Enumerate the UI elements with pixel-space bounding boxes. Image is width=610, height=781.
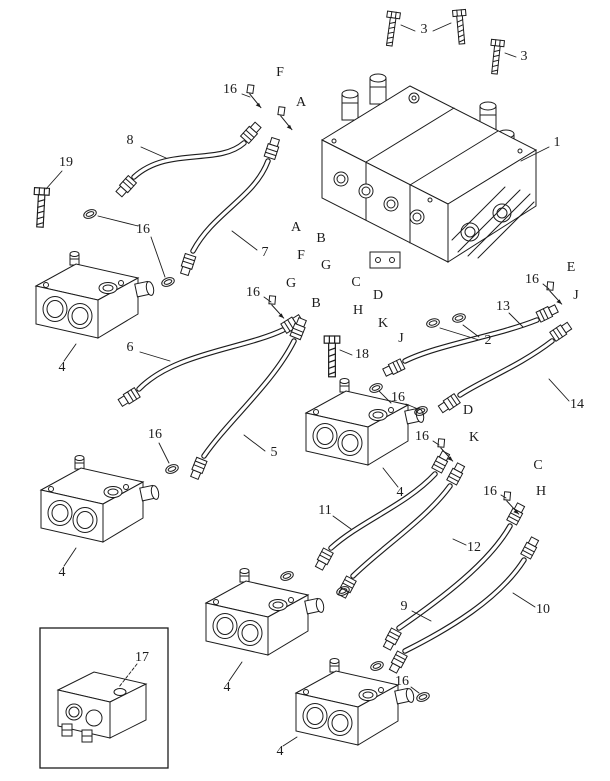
hose-13 bbox=[381, 302, 560, 379]
o-ring bbox=[369, 659, 385, 673]
hose-6 bbox=[116, 312, 305, 409]
plug-fitting bbox=[275, 106, 296, 131]
plug-fitting bbox=[267, 295, 287, 319]
hose-14 bbox=[436, 320, 574, 415]
o-ring bbox=[425, 316, 441, 330]
o-ring bbox=[164, 462, 180, 476]
manifold-block-4 bbox=[205, 568, 326, 656]
hose-9 bbox=[387, 535, 541, 675]
plug-fitting bbox=[545, 281, 565, 305]
bolt-18 bbox=[323, 335, 341, 378]
o-ring bbox=[160, 275, 176, 289]
bolt-3-left bbox=[382, 10, 401, 48]
bolt-19 bbox=[31, 187, 51, 229]
o-ring bbox=[279, 569, 295, 583]
o-ring bbox=[451, 311, 467, 325]
hose-7 bbox=[178, 136, 282, 277]
hose-11 bbox=[313, 449, 452, 572]
o-ring bbox=[82, 207, 98, 221]
bolt-3-right bbox=[487, 38, 505, 75]
valve-assembly bbox=[320, 73, 538, 269]
leader-lines bbox=[45, 22, 570, 747]
manifold-block-3 bbox=[40, 455, 161, 543]
manifold-block-2 bbox=[305, 378, 426, 466]
inset-valve-block bbox=[56, 671, 148, 743]
hose-5 bbox=[188, 316, 309, 481]
hose-12 bbox=[336, 461, 467, 600]
o-ring bbox=[415, 690, 431, 704]
bolt-3-mid bbox=[452, 8, 469, 45]
manifold-block-1 bbox=[35, 251, 156, 339]
hose-8 bbox=[114, 120, 263, 199]
hose-10 bbox=[381, 501, 527, 652]
o-ring bbox=[368, 381, 384, 395]
